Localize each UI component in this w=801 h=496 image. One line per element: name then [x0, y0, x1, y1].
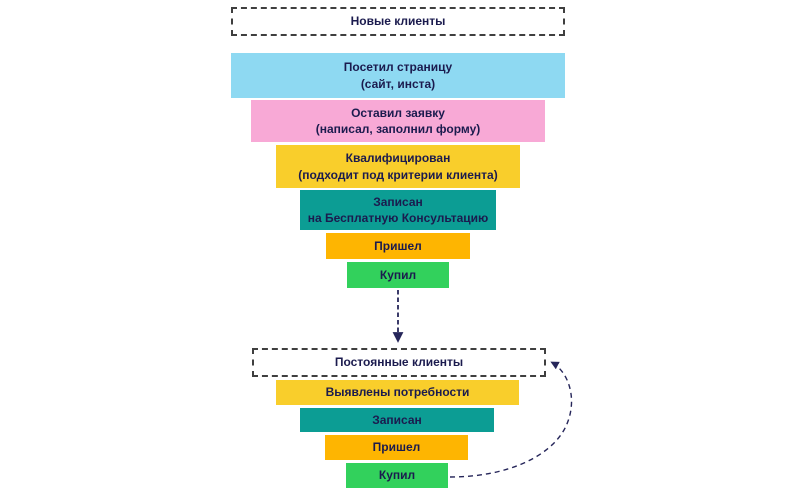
funnel-stage-visited-page: Посетил страницу (сайт, инста) — [231, 53, 565, 98]
stage-label-line2: (подходит под критерии клиента) — [298, 167, 498, 182]
regular-clients-header-label: Постоянные клиенты — [334, 355, 464, 370]
stage-label-line2: на Бесплатную Консультацию — [307, 211, 489, 225]
funnel-stage-came: Пришел — [326, 233, 470, 259]
new-clients-header-box: Новые клиенты — [231, 7, 565, 36]
loop-stage-bought: Купил — [346, 463, 448, 488]
regular-clients-header-box: Постоянные клиенты — [252, 348, 546, 377]
stage-label-line1: Оставил заявку — [351, 105, 445, 120]
stage-label-line1: Купил — [378, 468, 416, 483]
stage-label-line1: Выявлены потребности — [325, 385, 470, 400]
funnel-stage-left-request: Оставил заявку (написал, заполнил форму) — [251, 100, 545, 142]
funnel-stage-qualified: Квалифицирован (подходит под критерии кл… — [276, 145, 520, 188]
funnel-stage-bought: Купил — [347, 262, 449, 288]
stage-label-line2: (сайт, инста) — [360, 76, 436, 91]
stage-label-line1: Купил — [379, 267, 417, 282]
stage-label-line1: Записан — [373, 194, 423, 209]
loop-stage-needs-identified: Выявлены потребности — [276, 380, 519, 405]
loop-stage-booked: Записан — [300, 408, 494, 432]
loop-stage-came: Пришел — [325, 435, 468, 460]
stage-label-line1: Записан — [372, 412, 422, 427]
new-clients-header-label: Новые клиенты — [350, 14, 446, 29]
stage-label-line1: Посетил страницу — [343, 60, 453, 75]
funnel-stage-booked-consultation: Записан на Бесплатную Консультацию — [300, 190, 496, 230]
stage-label-line1: Пришел — [372, 440, 421, 455]
stage-label-line2: (написал, заполнил форму) — [315, 122, 481, 136]
stage-label-line1: Квалифицирован — [345, 151, 451, 166]
stage-label-line1: Пришел — [374, 238, 422, 253]
